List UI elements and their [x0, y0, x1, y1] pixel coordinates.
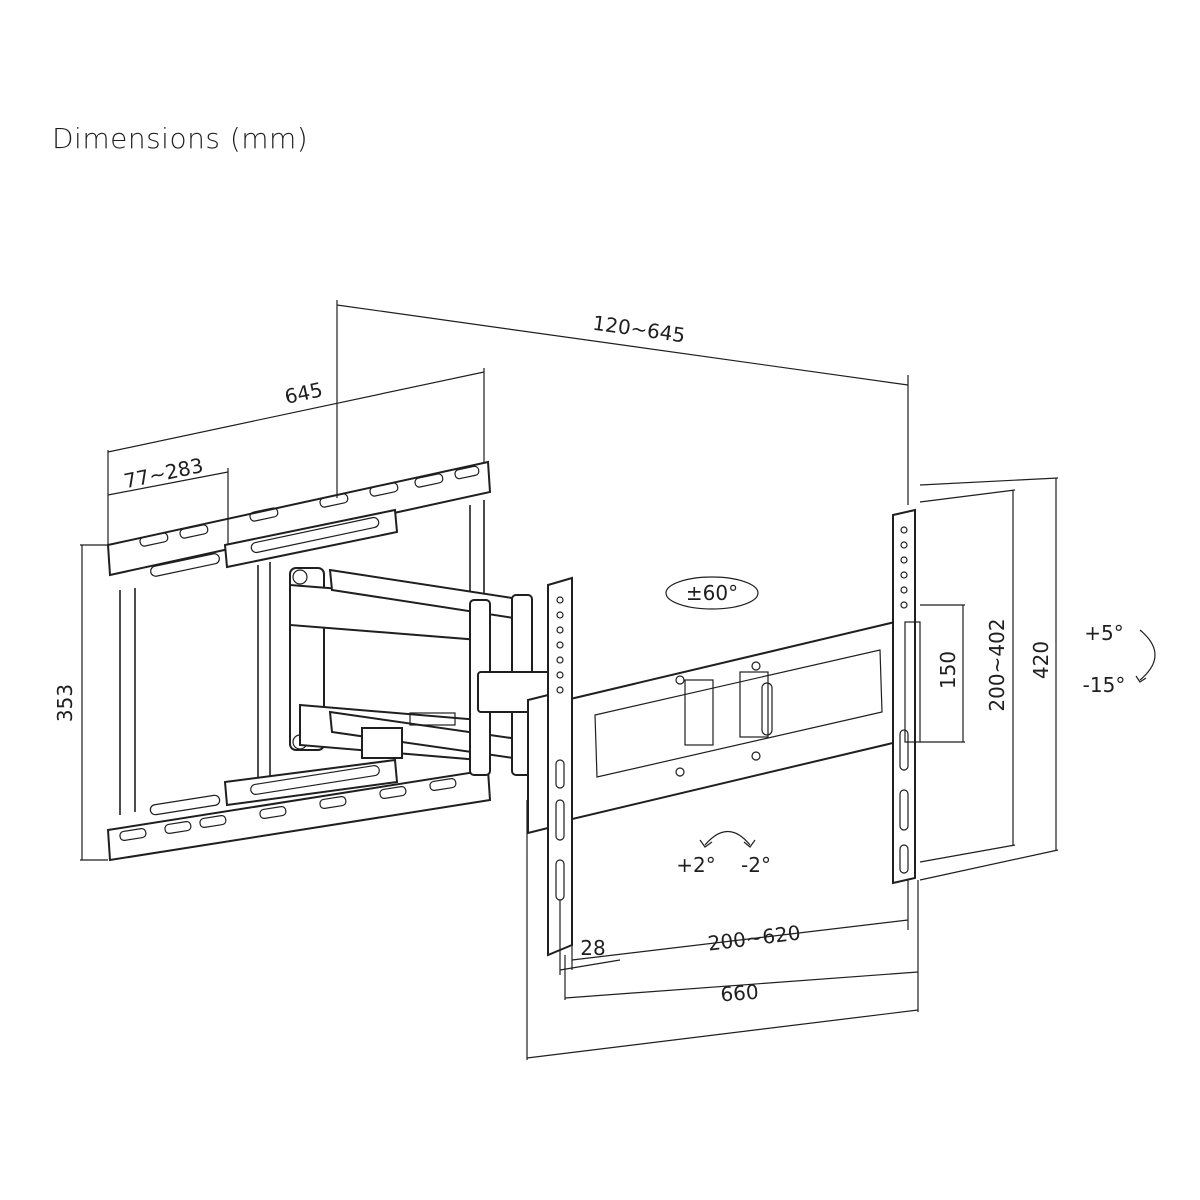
label-level-plus: +2° — [676, 853, 715, 877]
label-level-minus: -2° — [741, 853, 771, 877]
label-tilt-up: +5° — [1084, 621, 1123, 645]
mounting-holes — [555, 526, 909, 901]
rotation-indicators — [665, 576, 1156, 848]
label-plate-height: 420 — [1029, 641, 1053, 679]
label-wall-offset: 77~283 — [122, 453, 206, 493]
label-reach: 120~645 — [591, 311, 687, 348]
label-vesa-vertical: 200~402 — [985, 618, 1009, 711]
dimension-lines — [80, 300, 1059, 1060]
label-vesa-horizontal: 200~620 — [706, 920, 801, 955]
label-tilt-down: -15° — [1083, 673, 1126, 697]
label-plate-width: 660 — [720, 980, 760, 1007]
label-arm-length: 645 — [282, 377, 324, 408]
wall-plate — [106, 460, 492, 862]
swivel-arrow-icon — [665, 576, 759, 610]
label-edge-offset: 28 — [580, 936, 605, 960]
tilt-arrow-icon — [1139, 629, 1156, 681]
dimension-labels: 120~645 645 77~283 353 ±60° +5° -15° +2°… — [53, 311, 1125, 1007]
label-wall-plate-height: 353 — [53, 684, 77, 722]
level-arrow-icon — [704, 830, 751, 846]
articulating-arms — [289, 567, 559, 776]
label-swivel: ±60° — [686, 581, 738, 605]
tv-bracket — [527, 508, 921, 957]
label-vesa-vertical-min: 150 — [936, 651, 960, 689]
page-title: Dimensions (mm) — [52, 122, 309, 155]
